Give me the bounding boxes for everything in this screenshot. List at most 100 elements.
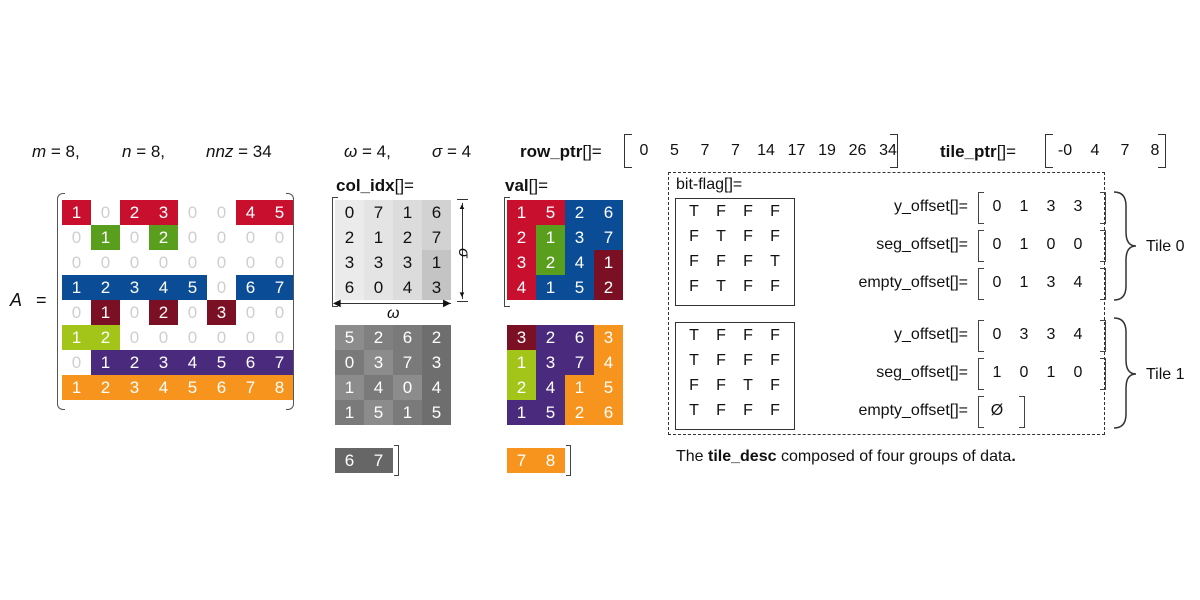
matrix-cell-zero: 0 <box>216 252 227 272</box>
seg-offset-value: 1 <box>1019 236 1029 253</box>
seg-offset-label: seg_offset[]= <box>876 364 968 381</box>
omega-value: = 4, <box>357 142 391 161</box>
matrix-cell-zero: 0 <box>274 302 285 322</box>
col-idx-remainder-cell: 6 <box>335 448 364 473</box>
val-remainder-cell: 7 <box>507 448 536 473</box>
col-idx-cell: 6 <box>335 275 364 300</box>
val-cell: 2 <box>536 325 565 350</box>
bitflag-value: F <box>770 278 780 295</box>
y-offset-label: y_offset[]= <box>894 198 968 215</box>
bitflag-value: F <box>689 377 699 394</box>
val-cell: 3 <box>507 250 536 275</box>
bitflag-value: T <box>689 402 699 419</box>
bitflag-value: F <box>770 228 780 245</box>
tile-braces <box>1113 191 1137 429</box>
matrix-cell-nonzero: 8 <box>265 375 294 400</box>
y-offset-value: 3 <box>1046 198 1056 215</box>
bitflag-value: F <box>743 402 753 419</box>
sigma-dim-top <box>457 199 468 200</box>
bitflag-value: F <box>743 327 753 344</box>
bitflag-value: F <box>743 203 753 220</box>
matrix-cell-zero: 0 <box>71 352 82 372</box>
bitflag-value: F <box>770 402 780 419</box>
val-cell: 5 <box>536 400 565 425</box>
caption-dot: . <box>1011 448 1016 465</box>
matrix-name: A <box>10 290 22 311</box>
col-idx-cell: 7 <box>364 200 393 225</box>
col-idx-cell: 7 <box>422 225 451 250</box>
tile1-brace <box>1113 317 1137 429</box>
tile0-brace <box>1113 191 1137 301</box>
matrix-cell-zero: 0 <box>129 327 140 347</box>
matrix-cell-zero: 0 <box>187 252 198 272</box>
bitflag-value: F <box>716 203 726 220</box>
row-ptr-value: 7 <box>731 142 740 159</box>
matrix-cell-zero: 0 <box>216 327 227 347</box>
matrix-cell-nonzero: 2 <box>91 275 120 300</box>
omega-symbol: ω <box>344 142 358 161</box>
row-ptr-value: 34 <box>879 142 897 159</box>
empty-offset-value: 1 <box>1019 274 1029 291</box>
col-idx-cell: 3 <box>422 275 451 300</box>
bitflag-tile0-box <box>675 198 795 306</box>
tile0-label: Tile 0 <box>1146 238 1185 255</box>
row-ptr-value: 17 <box>787 142 806 159</box>
row-ptr-suffix: []= <box>582 142 602 161</box>
col-idx-cell: 5 <box>364 400 393 425</box>
seg-offset-value: 1 <box>992 364 1002 381</box>
matrix-cell-zero: 0 <box>245 227 256 247</box>
seg-offset-value: 0 <box>1046 236 1056 253</box>
sigma-dim-bottom <box>457 301 468 302</box>
y-offset-value: 1 <box>1019 198 1029 215</box>
col-idx-cell: 3 <box>364 250 393 275</box>
matrix-cell-zero: 0 <box>71 227 82 247</box>
col-idx-name: col_idx <box>336 176 395 195</box>
col-idx-cell: 0 <box>364 275 393 300</box>
matrix-cell-zero: 0 <box>216 202 227 222</box>
bitflag-value: T <box>743 377 753 394</box>
row-ptr-name: row_ptr <box>520 142 583 161</box>
matrix-cell-zero: 0 <box>129 252 140 272</box>
bitflag-value: F <box>743 278 753 295</box>
val-remainder-cell: 8 <box>536 448 565 473</box>
matrix-cell-zero: 0 <box>100 202 111 222</box>
val-cell: 1 <box>507 400 536 425</box>
sigma-value: = 4 <box>442 142 472 161</box>
val-cell: 3 <box>594 325 623 350</box>
empty-offset-label: empty_offset[]= <box>858 402 968 419</box>
seg-offset-value: 1 <box>1046 364 1056 381</box>
bitflag-value: T <box>716 278 726 295</box>
matrix-cell-nonzero: 7 <box>265 275 294 300</box>
val-cell: 4 <box>536 375 565 400</box>
m-symbol: m <box>32 142 47 161</box>
matrix-cell-nonzero: 6 <box>207 375 236 400</box>
col-idx-cell: 1 <box>335 375 364 400</box>
val-cell: 7 <box>594 225 623 250</box>
tile1-label: Tile 1 <box>1146 366 1185 383</box>
bitflag-value: F <box>689 278 699 295</box>
matrix-cell-zero: 0 <box>245 252 256 272</box>
nnz-symbol: nnz <box>206 142 234 161</box>
tile-ptr-value: -0 <box>1057 142 1073 159</box>
matrix-symbol: A <box>10 290 23 310</box>
bitflag-value: F <box>743 253 753 270</box>
val-cell: 2 <box>507 225 536 250</box>
matrix-cell-nonzero: 5 <box>207 350 236 375</box>
val-label: val[]= <box>505 176 548 196</box>
omega-dim-label: ω <box>387 305 400 322</box>
val-cell: 7 <box>565 350 594 375</box>
val-bracket-left <box>504 197 510 307</box>
bitflag-value: F <box>716 327 726 344</box>
matrix-cell-zero: 0 <box>187 202 198 222</box>
val-cell: 1 <box>594 250 623 275</box>
sigma-dim-label: σ <box>454 248 472 258</box>
nnz-dim: nnz = 34 <box>206 142 272 162</box>
seg-offset-bracket-right <box>1100 358 1106 390</box>
col-idx-cell: 2 <box>335 225 364 250</box>
row-ptr-label: row_ptr[]= <box>520 142 602 162</box>
val-cell: 5 <box>536 200 565 225</box>
m-value: = 8, <box>46 142 80 161</box>
